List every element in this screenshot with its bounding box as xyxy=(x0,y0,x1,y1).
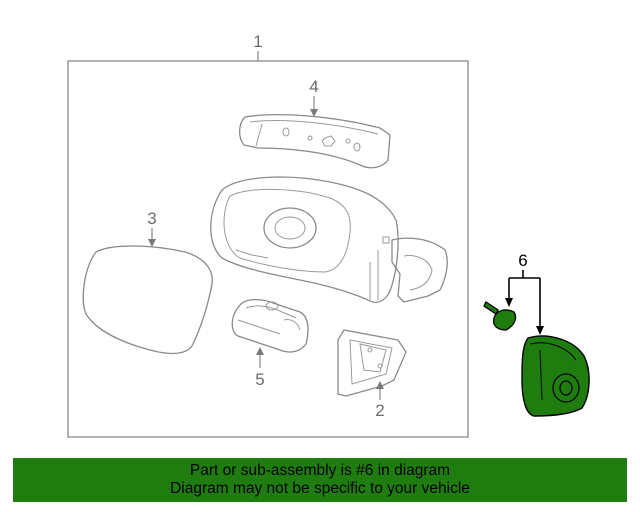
callout-5-label: 5 xyxy=(255,370,264,389)
callout-5-arrow xyxy=(256,347,264,368)
mirror-housing-part xyxy=(210,176,448,303)
callout-2-label: 2 xyxy=(375,401,384,420)
callout-4-arrow xyxy=(310,96,318,117)
callout-3-arrow xyxy=(148,228,156,247)
banner-line-1: Part or sub-assembly is #6 in diagram xyxy=(189,462,451,479)
callout-4-label: 4 xyxy=(309,77,318,96)
screw-part xyxy=(483,301,517,331)
callout-1-label: 1 xyxy=(253,32,262,51)
mirror-bracket-part xyxy=(337,329,407,397)
mirror-motor-part xyxy=(231,298,309,353)
callout-6-label: 6 xyxy=(518,251,527,270)
banner-line-2: Diagram may not be specific to your vehi… xyxy=(170,480,470,497)
callout-6-leader xyxy=(505,270,544,335)
info-banner: Part or sub-assembly is #6 in diagram Di… xyxy=(13,458,627,502)
mirror-cap-part xyxy=(521,335,590,417)
callout-3-label: 3 xyxy=(147,209,156,228)
assembly-frame xyxy=(67,60,469,438)
mirror-glass-part xyxy=(82,245,213,355)
mirror-cover-part xyxy=(238,114,391,169)
callout-2-arrow xyxy=(376,381,384,400)
